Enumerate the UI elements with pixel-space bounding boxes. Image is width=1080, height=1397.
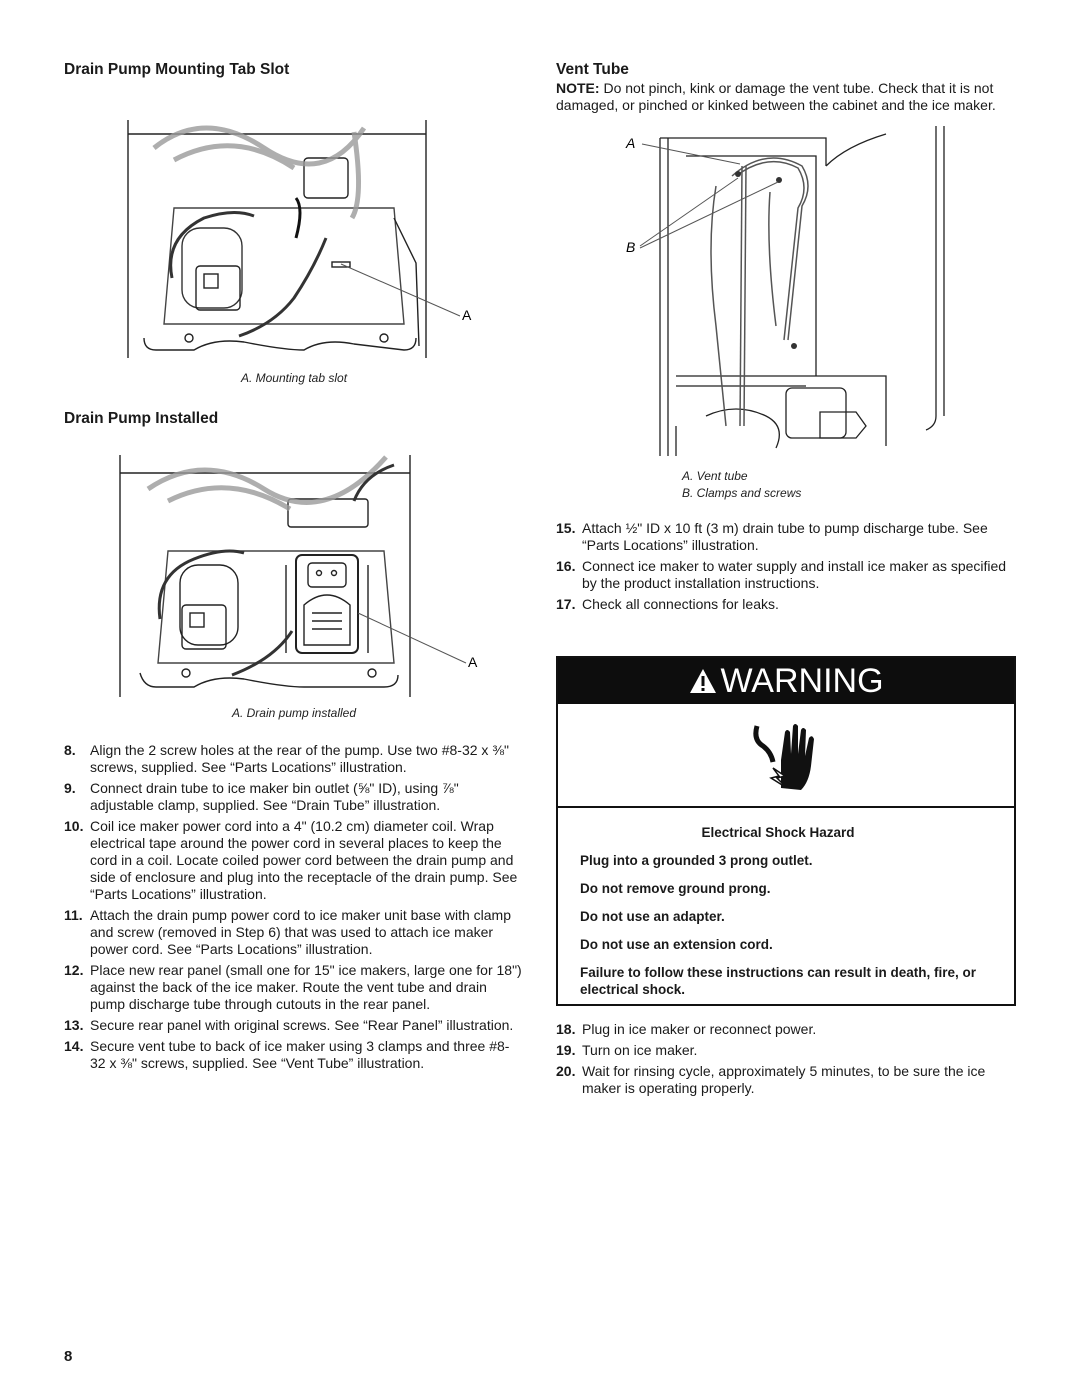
fig2-caption: A. Drain pump installed	[231, 706, 357, 720]
section-heading-drain-pump-installed: Drain Pump Installed	[64, 410, 219, 427]
step-item: 13.Secure rear panel with original screw…	[64, 1017, 514, 1033]
fig1-label-a: A	[462, 307, 472, 323]
warning-line: Do not use an extension cord.	[580, 937, 773, 952]
step-item: 17.Check all connections for leaks.	[556, 596, 779, 612]
step-item: 15.Attach ½" ID x 10 ft (3 m) drain tube…	[556, 520, 988, 553]
step-item: 12.Place new rear panel (small one for 1…	[64, 962, 522, 1012]
electrical-shock-hand-icon	[753, 724, 814, 790]
step-item: 20.Wait for rinsing cycle, approximately…	[556, 1063, 986, 1096]
left-column: Drain Pump Mounting Tab Slot A A.	[64, 60, 524, 1076]
warning-line: Failure to follow these instructions can…	[580, 965, 977, 997]
note-text: Do not pinch, kink or damage the vent tu…	[556, 80, 996, 113]
steps-list-left: 8.Align the 2 screw holes at the rear of…	[64, 742, 524, 1072]
warning-icon-area	[558, 704, 1014, 808]
fig-label-b: B	[626, 239, 635, 255]
step-item: 8.Align the 2 screw holes at the rear of…	[64, 742, 509, 775]
section-heading-vent-tube: Vent Tube	[556, 61, 629, 78]
warning-hazard-title: Electrical Shock Hazard	[701, 825, 855, 840]
fig-label-a: A	[625, 135, 635, 151]
right-column: Vent Tube NOTE: Do not pinch, kink or da…	[556, 60, 1018, 617]
mounting-tab-slot-illustration: A	[127, 120, 472, 358]
page-number: 8	[64, 1348, 73, 1365]
drain-pump-installed-illustration: A	[119, 455, 478, 697]
vent-tube-note: NOTE: Do not pinch, kink or damage the v…	[556, 80, 1018, 114]
step-item: 16.Connect ice maker to water supply and…	[556, 558, 1007, 591]
warning-line: Plug into a grounded 3 prong outlet.	[580, 853, 813, 868]
caption-b: B. Clamps and screws	[682, 486, 802, 500]
step-item: 14.Secure vent tube to back of ice maker…	[64, 1038, 510, 1071]
fig1-caption: A. Mounting tab slot	[240, 371, 348, 385]
step-item: 18.Plug in ice maker or reconnect power.	[556, 1021, 817, 1037]
warning-header: WARNING	[558, 658, 1014, 704]
step-item: 19.Turn on ice maker.	[556, 1042, 698, 1058]
warning-text: Electrical Shock Hazard Plug into a grou…	[558, 808, 1014, 998]
step-item: 9.Connect drain tube to ice maker bin ou…	[64, 780, 459, 813]
section-heading-mounting-tab-slot: Drain Pump Mounting Tab Slot	[64, 61, 290, 78]
caption-a: A. Vent tube	[682, 469, 748, 483]
warning-line: Do not use an adapter.	[580, 909, 725, 924]
warning-line: Do not remove ground prong.	[580, 881, 771, 896]
vent-tube-illustration: A B	[625, 126, 945, 456]
steps-list-right-top: 15.Attach ½" ID x 10 ft (3 m) drain tube…	[556, 520, 1018, 613]
warning-title: WARNING	[720, 661, 884, 700]
step-item: 11.Attach the drain pump power cord to i…	[64, 907, 511, 957]
warning-triangle-icon	[690, 669, 717, 693]
steps-list-right-bottom: 18.Plug in ice maker or reconnect power.…	[556, 1021, 1018, 1101]
warning-box: WARNING Electrical Shock Hazard Plug int…	[556, 656, 1016, 1006]
note-label: NOTE:	[556, 80, 600, 96]
step-item: 10.Coil ice maker power cord into a 4" (…	[64, 818, 518, 902]
fig2-label-a: A	[468, 654, 478, 670]
